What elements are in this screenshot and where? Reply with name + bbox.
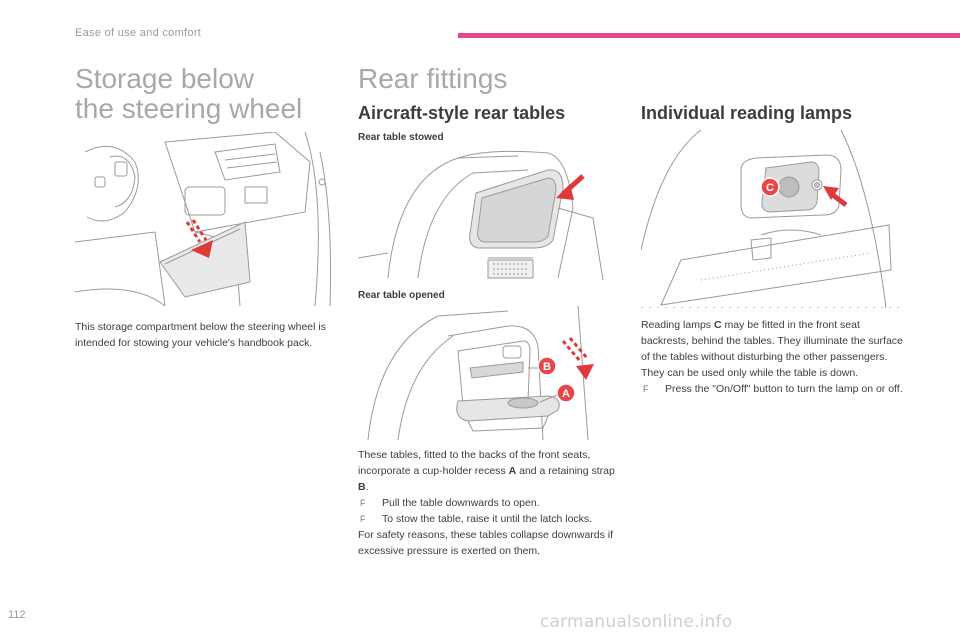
rear-tables-description: These tables, fitted to the backs of the… (358, 447, 620, 559)
lamps-ref-c: C (713, 319, 722, 331)
table-bullet-stow: F To stow the table, raise it until the l… (358, 511, 620, 527)
rear-table-opened-illustration: B A (358, 306, 620, 440)
reading-lamp-illustration: C (641, 130, 903, 308)
section-header-bar (458, 33, 960, 38)
rear-table-stowed-illustration (358, 148, 620, 280)
rear-fittings-title: Rear fittings (358, 63, 508, 94)
intro-text-3: . (365, 481, 369, 493)
bullet-marker-icon: F (360, 498, 366, 508)
bullet-marker-icon: F (643, 384, 649, 394)
lamps-intro: Reading lamps C may be fitted in the fro… (641, 317, 903, 365)
callout-b: B (543, 361, 551, 373)
intro-text-2: and a retaining strap (516, 465, 615, 477)
section-header-label: Ease of use and comfort (75, 27, 202, 39)
caption-table-stowed: Rear table stowed (358, 132, 444, 143)
lamps-bullet-onoff: F Press the "On/Off" button to turn the l… (641, 381, 903, 397)
storage-title-line1: Storage below (75, 63, 255, 94)
caption-table-opened: Rear table opened (358, 290, 445, 301)
callout-a: A (562, 388, 570, 400)
reading-lamps-title: Individual reading lamps (641, 103, 853, 123)
bullet-marker-icon: F (360, 514, 366, 524)
bullet-stow-text: To stow the table, raise it until the la… (382, 513, 593, 525)
reading-lamps-description: Reading lamps C may be fitted in the fro… (641, 317, 903, 397)
page-number: 112 (8, 609, 26, 621)
intro-ref-a: A (508, 465, 517, 477)
storage-description: This storage compartment below the steer… (75, 321, 326, 349)
steering-storage-illustration (75, 132, 335, 306)
watermark: carmanualsonline.info (540, 612, 733, 632)
storage-title: Storage below the steering wheel (75, 64, 302, 124)
lamps-usage-note: They can be used only while the table is… (641, 367, 859, 379)
bullet-onoff-text: Press the "On/Off" button to turn the la… (665, 383, 903, 395)
rear-tables-title: Aircraft-style rear tables (358, 103, 566, 123)
storage-title-line2: the steering wheel (75, 93, 303, 124)
callout-c: C (766, 182, 774, 194)
rear-tables-intro: These tables, fitted to the backs of the… (358, 447, 620, 495)
table-bullet-open: F Pull the table downwards to open. (358, 495, 620, 511)
safety-note: For safety reasons, these tables collaps… (358, 529, 614, 557)
lamps-text-2: may be fitted in the front seat backrest… (641, 319, 903, 363)
intro-ref-b: B (358, 481, 366, 493)
bullet-open-text: Pull the table downwards to open. (382, 497, 540, 509)
intro-text-1: These tables, fitted to the backs of the… (358, 449, 591, 477)
lamps-text-1: Reading lamps (641, 319, 714, 331)
